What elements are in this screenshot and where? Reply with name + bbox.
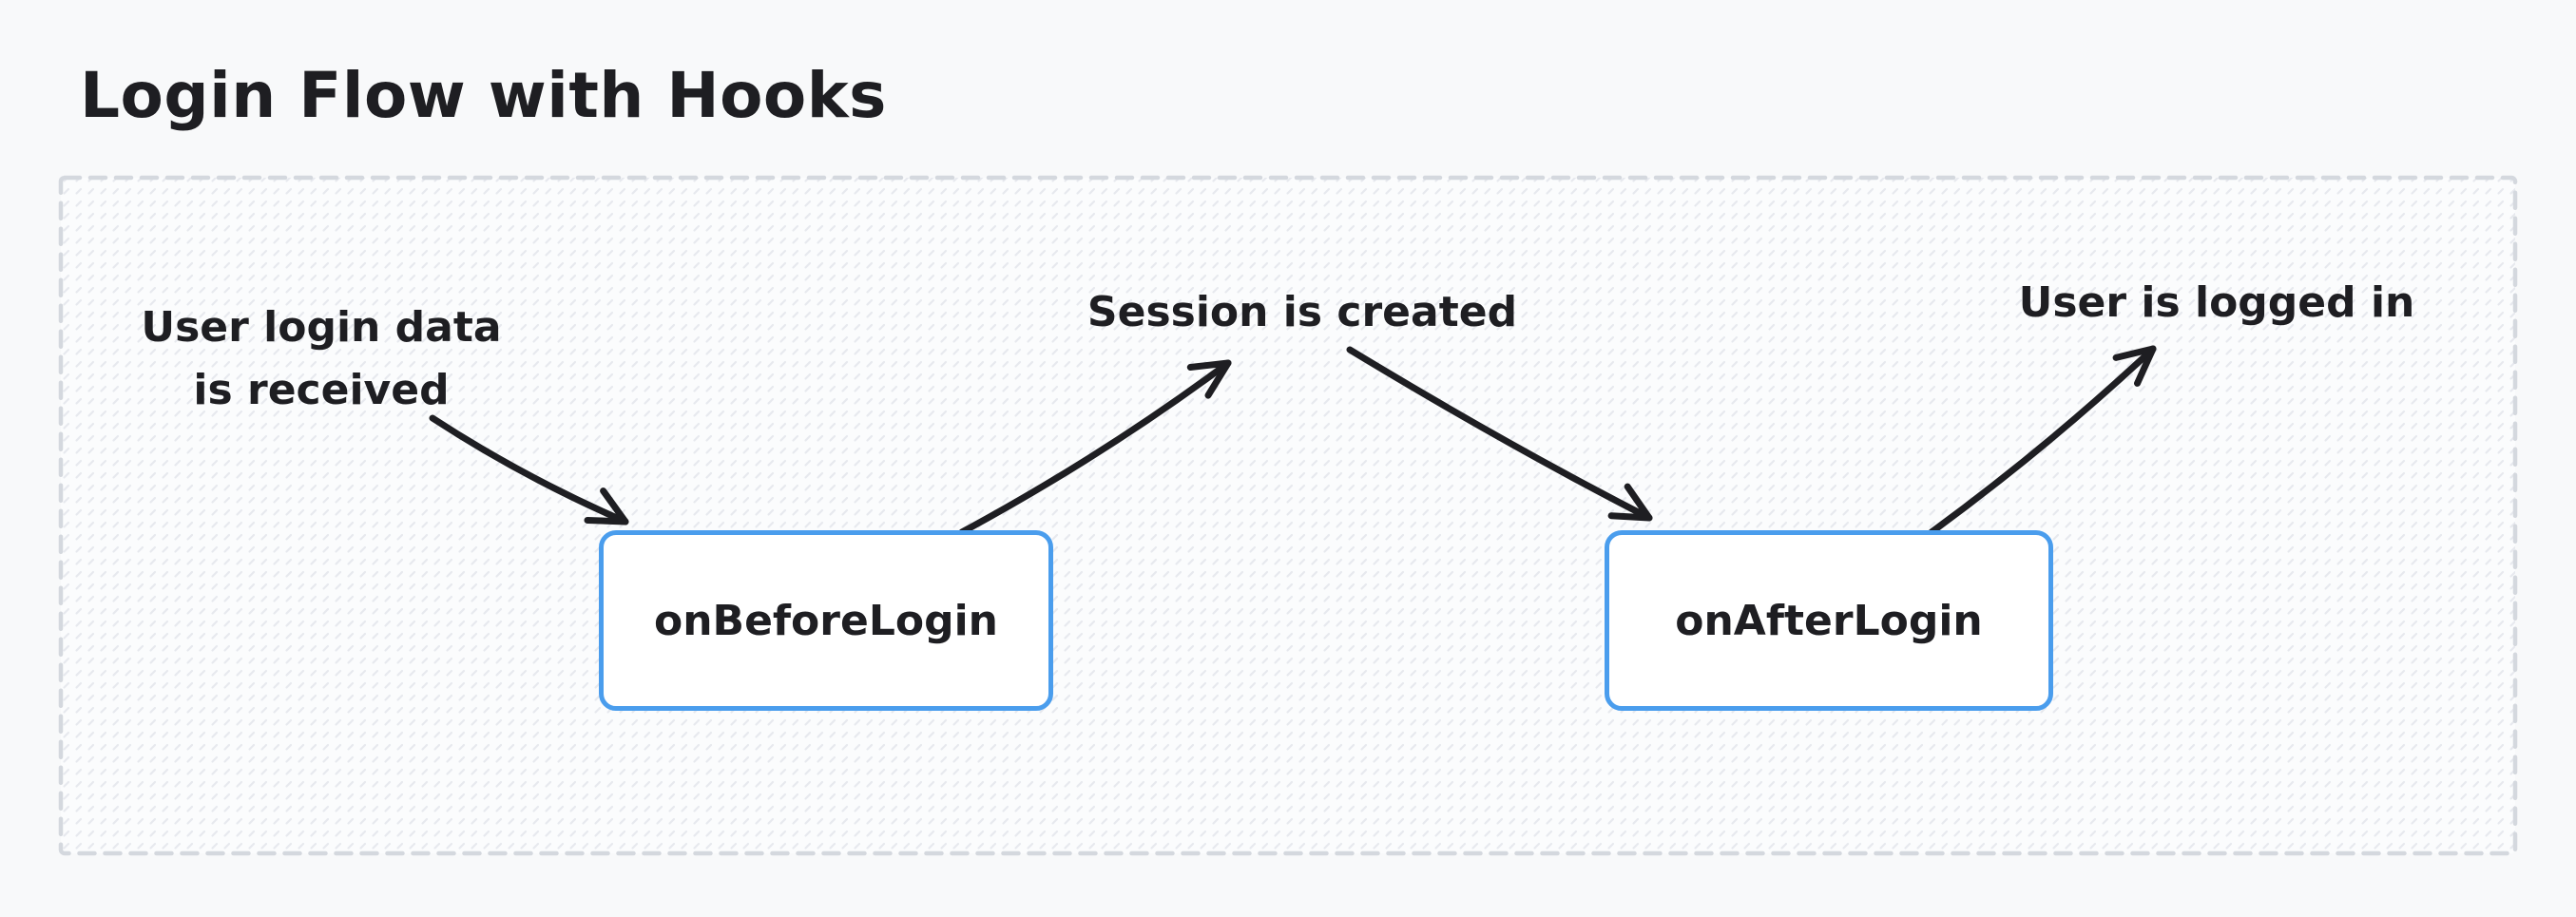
node-label: onAfterLogin (1675, 596, 1983, 645)
annotation-line: is received (193, 366, 450, 414)
arrow-onafterlogin-to-logged-in (1928, 345, 2157, 536)
arrow-session-to-onafterlogin (1346, 346, 1653, 522)
page-title: Login Flow with Hooks (80, 59, 887, 132)
annotation-session-created: Session is created (1065, 281, 1540, 344)
annotation-user-login-data: User login data is received (84, 296, 559, 422)
arrow-onbeforelogin-to-session (958, 359, 1232, 536)
annotation-line: Session is created (1086, 288, 1518, 336)
node-onafterlogin: onAfterLogin (1605, 530, 2053, 711)
annotation-line: User login data (141, 303, 502, 352)
annotation-line: User is logged in (2018, 278, 2415, 327)
arrow-login-data-to-onbeforelogin (429, 414, 629, 525)
node-onbeforelogin: onBeforeLogin (599, 530, 1053, 711)
node-label: onBeforeLogin (653, 596, 998, 645)
annotation-user-logged-in: User is logged in (1979, 272, 2454, 334)
